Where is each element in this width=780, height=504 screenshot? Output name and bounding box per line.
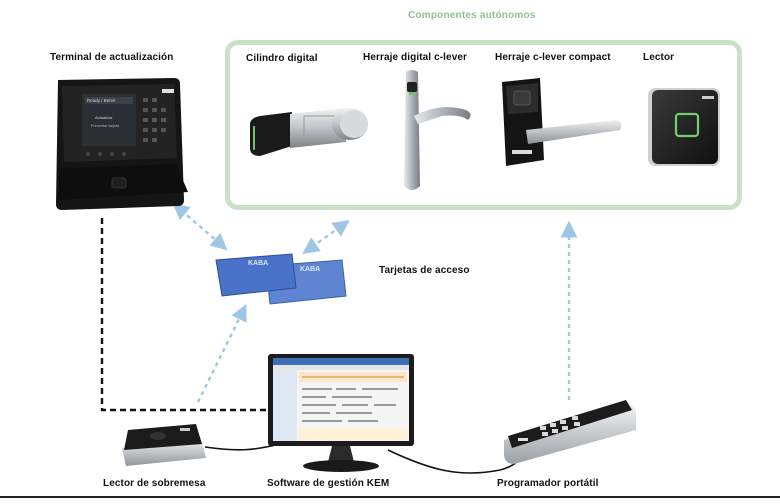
label-terminal: Terminal de actualización (50, 52, 174, 63)
label-cards: Tarjetas de acceso (379, 265, 470, 276)
card-back-brand: KABA (300, 266, 320, 273)
terminal-brand-logo (162, 89, 174, 93)
reader-image (648, 88, 720, 166)
clever-compact-image (502, 78, 622, 166)
terminal-cards-arrow (172, 202, 228, 251)
desktop-reader-cards-arrow (196, 303, 247, 403)
access-card-front: KABA (215, 253, 297, 297)
label-compact: Herraje c-lever compact (495, 52, 611, 63)
desktop-reader-image (122, 424, 206, 466)
label-clever: Herraje digital c-lever (363, 52, 468, 63)
access-cards-image: KABA KABA (215, 253, 347, 305)
update-terminal-image: Ready / Bereit Actualizar Presentar tarj… (56, 78, 188, 210)
cards-components-arrow (302, 220, 350, 254)
digital-clever-image (404, 70, 471, 190)
terminal-screen-title: Ready / Bereit (87, 98, 116, 103)
label-reader: Lector (643, 52, 675, 63)
software-monitor-image (268, 354, 414, 472)
portable-programmer-image (504, 400, 636, 464)
label-cylinder: Cilindro digital (246, 53, 318, 64)
terminal-screen-line2: Actualizar (95, 115, 113, 120)
bottom-rule (0, 496, 780, 498)
label-software: Software de gestión KEM (267, 478, 390, 489)
terminal-network-line (100, 218, 272, 412)
card-front-brand: KABA (248, 260, 268, 267)
terminal-screen-line3: Presentar tarjeta (91, 124, 120, 128)
label-desktop-reader: Lector de sobremesa (103, 478, 206, 489)
digital-cylinder-image (250, 108, 368, 156)
group-title: Componentes autónomos (408, 10, 536, 21)
label-programmer: Programador portátil (497, 478, 599, 489)
